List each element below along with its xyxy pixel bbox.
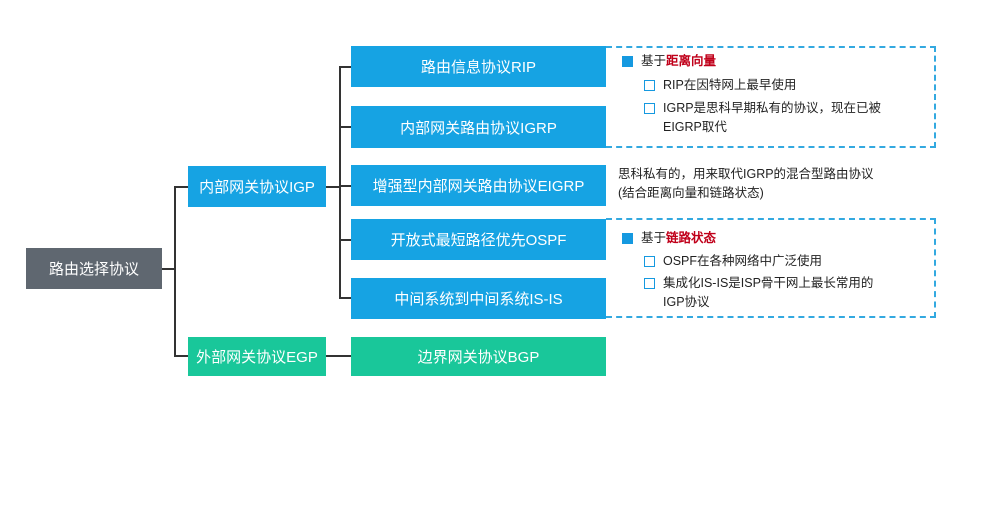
- connector-level1-vertical: [174, 186, 176, 357]
- distance-vector-note: 基于距离向量 RIP在因特网上最早使用 IGRP是思科早期私有的协议，现在已被 …: [622, 52, 932, 137]
- note-item-text: OSPF在各种网络中广泛使用: [663, 254, 823, 268]
- isis-node: 中间系统到中间系统IS-IS: [351, 278, 606, 319]
- link-state-group: [606, 218, 936, 318]
- list-item: RIP在因特网上最早使用: [644, 76, 932, 95]
- checkbox-icon: [644, 278, 655, 289]
- link-state-note: 基于链路状态 OSPF在各种网络中广泛使用 集成化IS-IS是ISP骨干网上最长…: [622, 229, 932, 312]
- list-item: OSPF在各种网络中广泛使用: [644, 252, 932, 271]
- root-node: 路由选择协议: [26, 248, 162, 289]
- rip-node: 路由信息协议RIP: [351, 46, 606, 87]
- link-state-heading: 基于链路状态: [622, 229, 932, 248]
- heading-highlight: 链路状态: [666, 231, 717, 245]
- connector-egp-out: [326, 355, 351, 357]
- note-item-continuation: EIGRP取代: [663, 120, 727, 134]
- connector-root: [162, 268, 175, 270]
- eigrp-note: 思科私有的，用来取代IGRP的混合型路由协议 (结合距离向量和链路状态): [618, 165, 938, 203]
- list-item: IGRP是思科早期私有的协议，现在已被: [644, 99, 932, 118]
- note-item-continuation: IGP协议: [663, 295, 710, 309]
- note-item-text: IGRP是思科早期私有的协议，现在已被: [663, 101, 882, 115]
- heading-prefix: 基于: [641, 231, 667, 245]
- eigrp-note-line2: (结合距离向量和链路状态): [618, 186, 764, 200]
- connector-egp-in: [174, 355, 188, 357]
- square-bullet-icon: [622, 56, 633, 67]
- eigrp-note-line1: 思科私有的，用来取代IGRP的混合型路由协议: [618, 167, 874, 181]
- connector-igrp: [339, 126, 351, 128]
- bgp-node: 边界网关协议BGP: [351, 337, 606, 376]
- heading-highlight: 距离向量: [666, 54, 717, 68]
- connector-eigrp: [339, 185, 351, 187]
- igrp-node: 内部网关路由协议IGRP: [351, 106, 606, 148]
- list-item: 集成化IS-IS是ISP骨干网上最长常用的: [644, 274, 932, 293]
- connector-igp-in: [174, 186, 188, 188]
- ospf-node: 开放式最短路径优先OSPF: [351, 219, 606, 260]
- note-item-text: RIP在因特网上最早使用: [663, 78, 797, 92]
- distance-vector-heading: 基于距离向量: [622, 52, 932, 71]
- connector-igp-out: [326, 186, 340, 188]
- connector-level2-vertical: [339, 66, 341, 298]
- egp-node: 外部网关协议EGP: [188, 337, 326, 376]
- note-item-text: 集成化IS-IS是ISP骨干网上最长常用的: [663, 276, 874, 290]
- connector-ospf: [339, 239, 351, 241]
- connector-isis: [339, 297, 351, 299]
- checkbox-icon: [644, 103, 655, 114]
- distance-vector-group: [606, 46, 936, 148]
- igp-node: 内部网关协议IGP: [188, 166, 326, 207]
- checkbox-icon: [644, 256, 655, 267]
- square-bullet-icon: [622, 233, 633, 244]
- connector-rip: [339, 66, 351, 68]
- eigrp-node: 增强型内部网关路由协议EIGRP: [351, 165, 606, 206]
- checkbox-icon: [644, 80, 655, 91]
- heading-prefix: 基于: [641, 54, 667, 68]
